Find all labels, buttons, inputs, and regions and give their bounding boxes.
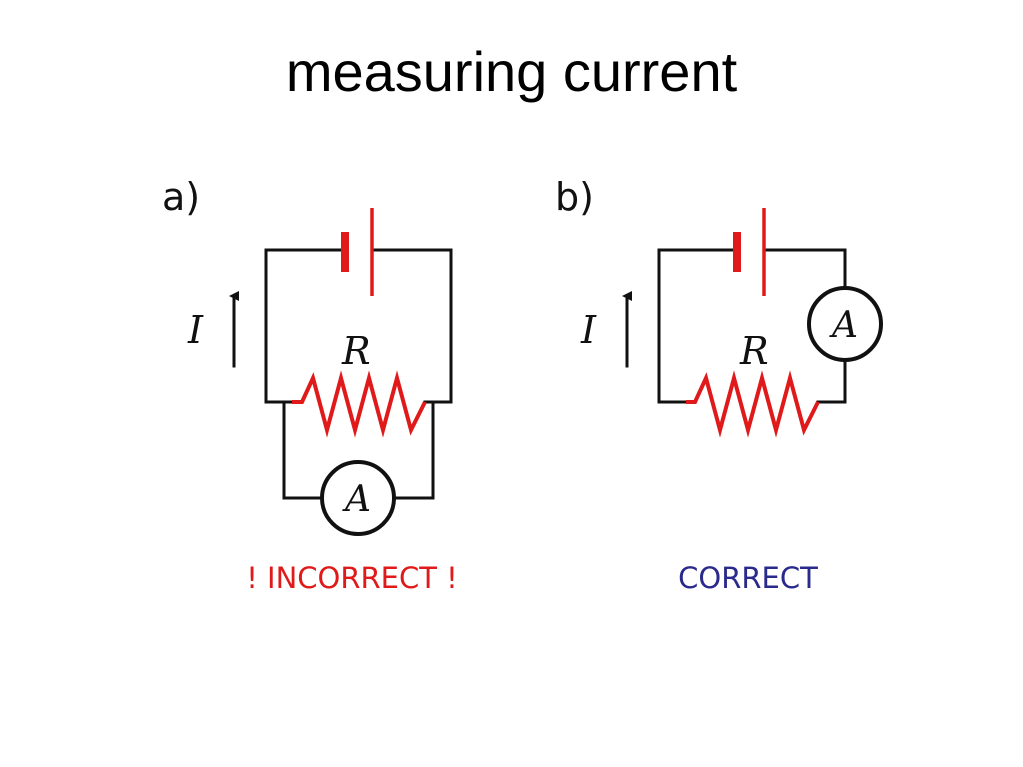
- panel-b-ammeter: A: [807, 286, 883, 362]
- panel-a-verdict: ! INCORRECT !: [246, 561, 458, 595]
- panel-b-resistor: [686, 370, 820, 438]
- panel-b-loop-wire: [657, 248, 847, 404]
- panel-b-label: b): [555, 175, 594, 219]
- panel-a-resistor-label: R: [341, 329, 371, 373]
- panel-a-current-label: I: [187, 308, 204, 352]
- panel-b-ammeter-label: A: [829, 305, 858, 346]
- panel-a: a) R I A ! INCORRECT !: [162, 175, 458, 595]
- panel-b-verdict: CORRECT: [678, 561, 818, 595]
- panel-a-label: a): [162, 175, 200, 219]
- panel-b: b) R I A CORRECT: [555, 175, 883, 595]
- panel-a-battery: [341, 208, 374, 296]
- panel-a-loop-wire: [264, 248, 453, 404]
- panel-a-ammeter-label: A: [342, 479, 371, 520]
- panel-b-current-label: I: [580, 308, 597, 352]
- panel-a-ammeter: A: [320, 460, 396, 536]
- panel-b-resistor-label: R: [739, 329, 769, 373]
- panel-b-battery: [733, 208, 766, 296]
- panel-a-resistor: [292, 370, 427, 438]
- panel-a-ammeter-branch-wire: [282, 400, 435, 500]
- slide-title: measuring current: [285, 40, 738, 103]
